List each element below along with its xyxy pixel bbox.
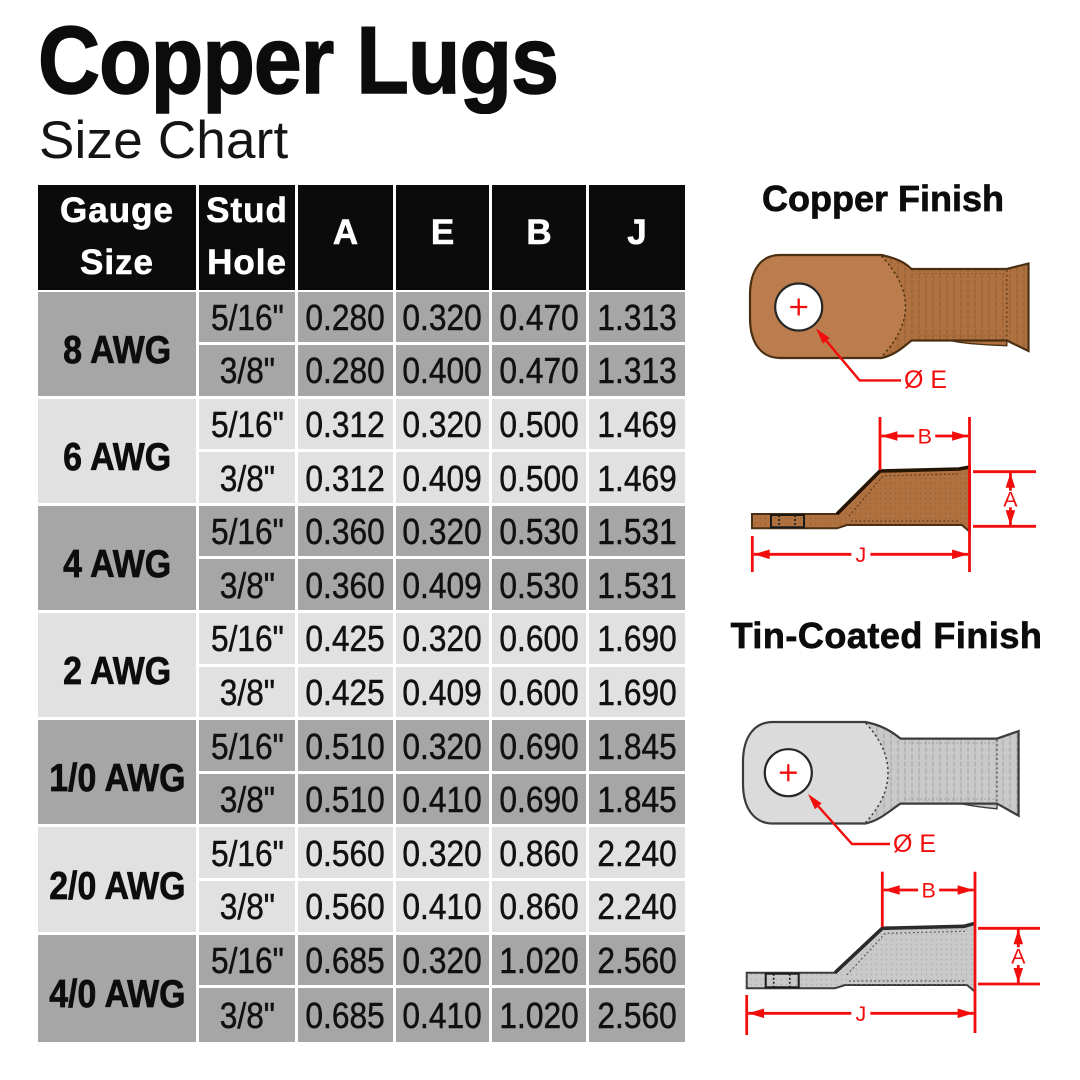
svg-text:A: A [1011,945,1026,969]
svg-text:J: J [856,543,867,567]
svg-text:B: B [918,425,932,449]
svg-text:J: J [855,1002,866,1026]
svg-text:B: B [921,879,935,903]
svg-text:Ø E: Ø E [904,366,947,394]
svg-text:A: A [1003,488,1018,512]
svg-text:Ø E: Ø E [893,830,936,858]
